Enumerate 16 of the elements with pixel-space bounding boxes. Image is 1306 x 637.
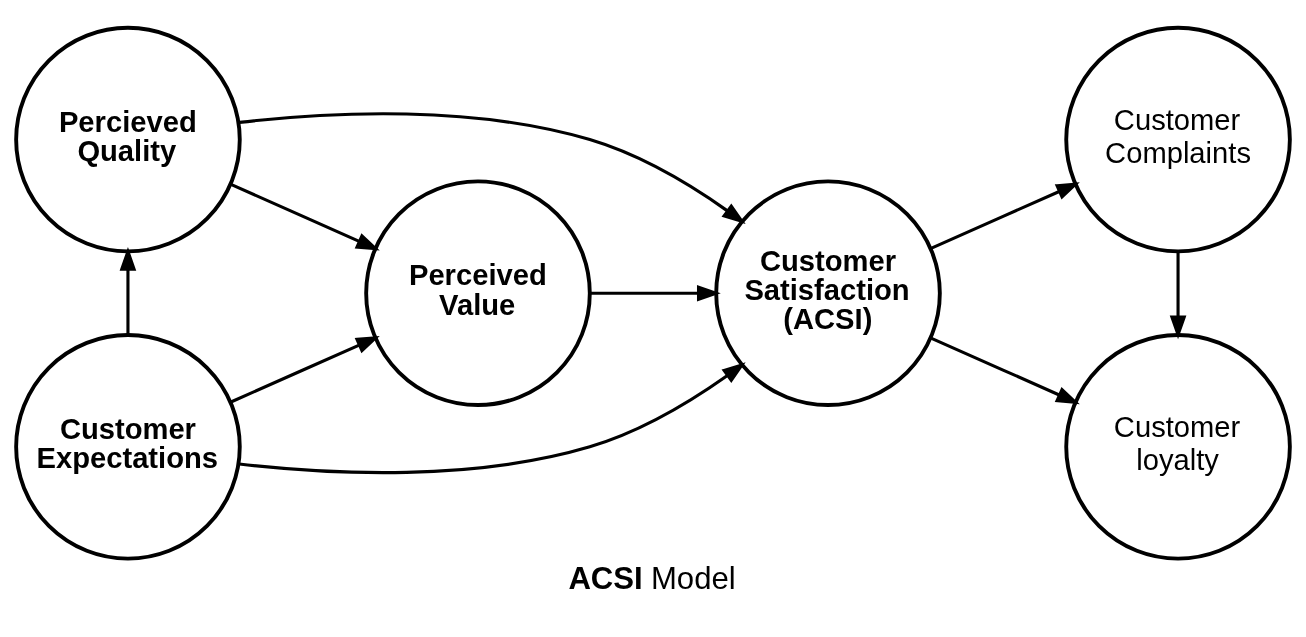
node-circle: Customer Complaints [1064, 25, 1292, 254]
arrow [119, 246, 137, 335]
node-circle: Perceived Value [364, 179, 592, 407]
node-circle: Customer Expectations [14, 333, 242, 561]
arrow [239, 112, 746, 225]
arrow [590, 284, 721, 302]
node-circle: Customer loyalty [1064, 333, 1292, 561]
arrow [1169, 251, 1187, 340]
node-circle: Customer Satisfaction (ACSI) [714, 179, 942, 407]
node-circle: Percieved Quality [14, 25, 242, 254]
arrow [930, 336, 1080, 405]
arrow [239, 362, 746, 475]
arrow [930, 182, 1080, 250]
arrow [230, 183, 380, 251]
caption: ACSI Model [568, 561, 736, 597]
arrow [230, 335, 380, 404]
